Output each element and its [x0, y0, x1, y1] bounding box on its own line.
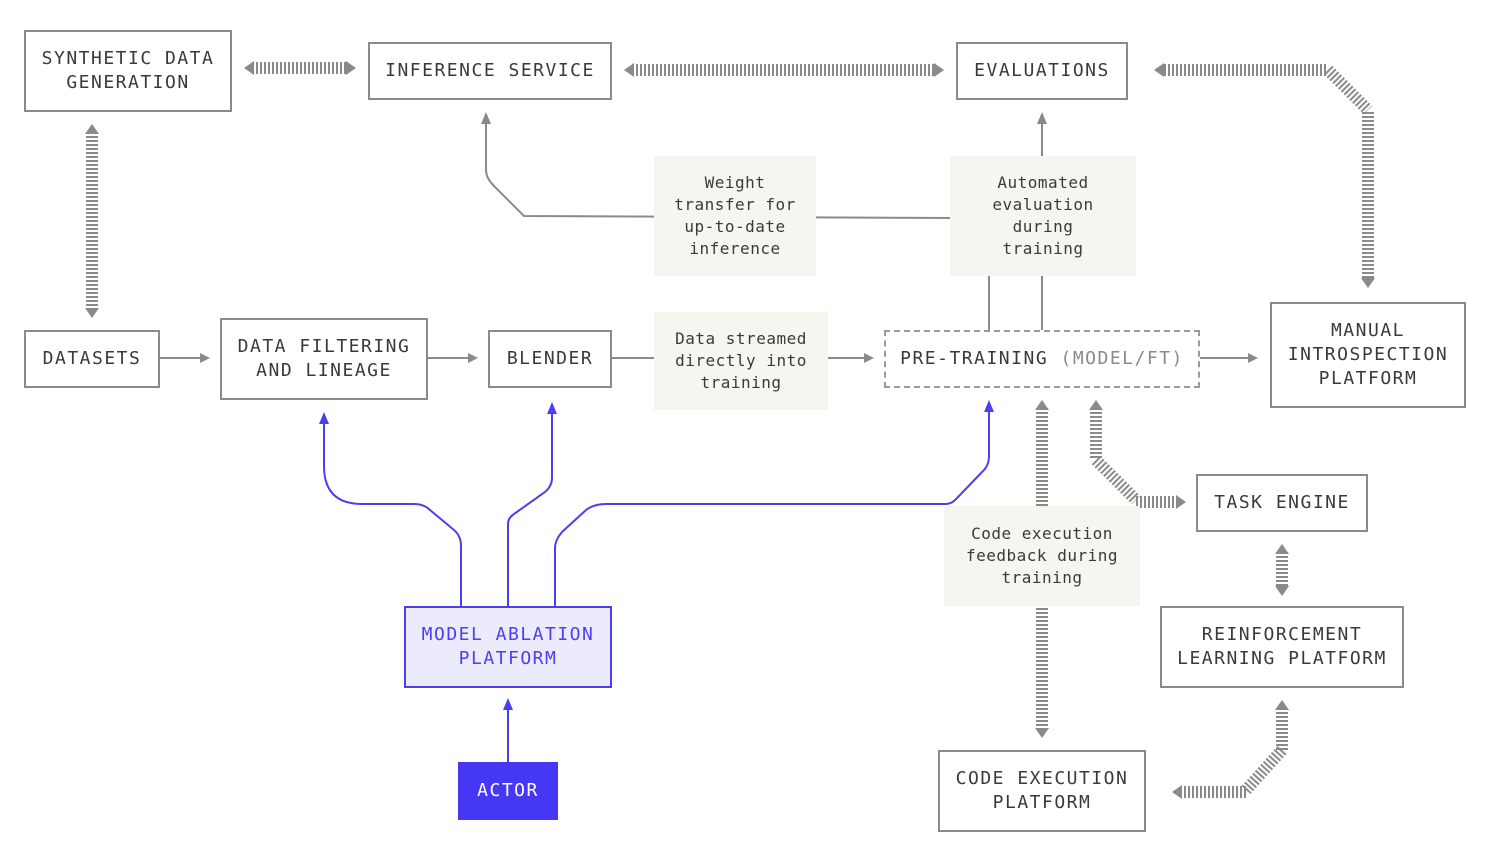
- synthetic-datasets-link: [85, 124, 99, 318]
- code-execution-node[interactable]: CODE EXECUTION PLATFORM: [938, 750, 1146, 832]
- pre-training-suffix: (MODEL/FT): [1060, 348, 1184, 369]
- task-engine-node[interactable]: TASK ENGINE: [1196, 474, 1368, 532]
- code-feedback-note: Code execution feedback during training: [944, 506, 1140, 606]
- blender-node[interactable]: BLENDER: [488, 330, 612, 388]
- ablation-links: [319, 400, 994, 762]
- actor-node[interactable]: ACTOR: [458, 762, 558, 820]
- model-ablation-node[interactable]: MODEL ABLATION PLATFORM: [404, 606, 612, 688]
- inference-evaluations-link: [624, 63, 944, 77]
- pipeline-arrows: [160, 353, 1258, 363]
- reinforcement-learning-node[interactable]: REINFORCEMENT LEARNING PLATFORM: [1160, 606, 1404, 688]
- weight-transfer-note: Weight transfer for up-to-date inference: [654, 156, 816, 276]
- pretraining-task-link: [1089, 400, 1186, 509]
- inference-service-node[interactable]: INFERENCE SERVICE: [368, 42, 612, 100]
- synthetic-data-generation-node[interactable]: SYNTHETIC DATA GENERATION: [24, 30, 232, 112]
- synthetic-inference-link: [244, 61, 356, 75]
- task-rl-link: [1275, 544, 1289, 596]
- datasets-node[interactable]: DATASETS: [24, 330, 160, 388]
- auto-eval-note: Automated evaluation during training: [950, 156, 1136, 276]
- evaluations-node[interactable]: EVALUATIONS: [956, 42, 1128, 100]
- rl-code-link: [1172, 700, 1289, 799]
- manual-introspection-node[interactable]: MANUAL INTROSPECTION PLATFORM: [1270, 302, 1466, 408]
- pre-training-label: PRE-TRAINING: [900, 348, 1061, 369]
- data-streamed-note: Data streamed directly into training: [654, 312, 828, 410]
- evaluations-manual-link: [1154, 63, 1375, 288]
- data-filtering-node[interactable]: DATA FILTERING AND LINEAGE: [220, 318, 428, 400]
- pre-training-node[interactable]: PRE-TRAINING (MODEL/FT): [884, 330, 1200, 388]
